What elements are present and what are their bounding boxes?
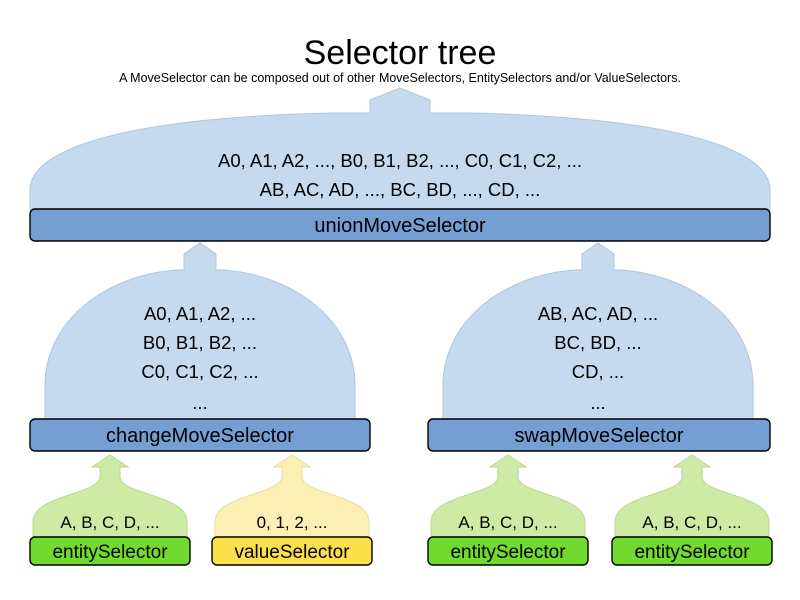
leaf-4-label: entitySelector <box>634 542 750 563</box>
change-contents-line-4: ... <box>192 392 207 413</box>
leaf-2-bar[interactable] <box>211 536 373 566</box>
leaf-2-dome-shape <box>214 454 370 541</box>
swap-move-selector-node[interactable]: AB, AC, AD, ... BC, BD, ... CD, ... ... … <box>427 242 771 452</box>
union-move-selector-label: unionMoveSelector <box>314 215 486 237</box>
change-dome-shape <box>44 242 356 423</box>
swap-contents-line-3: CD, ... <box>572 361 624 382</box>
change-contents-line-1: A0, A1, A2, ... <box>144 303 256 324</box>
union-dome-shape <box>29 87 771 212</box>
leaf-node-entity-selector-2[interactable]: A, B, C, D, ... entitySelector <box>427 454 589 566</box>
leaf-node-entity-selector-3[interactable]: A, B, C, D, ... entitySelector <box>611 454 773 566</box>
union-contents-line-1: A0, A1, A2, ..., B0, B1, B2, ..., C0, C1… <box>218 150 582 171</box>
leaf-node-entity-selector-1[interactable]: A, B, C, D, ... entitySelector <box>29 454 191 566</box>
swap-move-selector-label: swapMoveSelector <box>515 425 684 447</box>
leaf-3-label: entitySelector <box>450 542 566 563</box>
change-move-selector-bar[interactable] <box>29 418 371 452</box>
leaf-3-bar[interactable] <box>427 536 589 566</box>
swap-move-selector-bar[interactable] <box>427 418 771 452</box>
leaf-1-dome-shape <box>32 454 188 541</box>
leaf-1-contents: A, B, C, D, ... <box>60 513 159 532</box>
union-contents-line-2: AB, AC, AD, ..., BC, BD, ..., CD, ... <box>260 179 541 200</box>
swap-contents-line-4: ... <box>590 392 605 413</box>
leaf-4-dome-shape <box>614 454 770 541</box>
union-move-selector-node[interactable]: A0, A1, A2, ..., B0, B1, B2, ..., C0, C1… <box>29 87 771 242</box>
change-contents-line-3: C0, C1, C2, ... <box>141 361 258 382</box>
leaf-1-label: entitySelector <box>52 542 168 563</box>
leaf-node-value-selector-1[interactable]: 0, 1, 2, ... valueSelector <box>211 454 373 566</box>
leaf-2-label: valueSelector <box>234 542 350 563</box>
leaf-4-contents: A, B, C, D, ... <box>642 513 741 532</box>
change-move-selector-label: changeMoveSelector <box>106 425 294 447</box>
change-contents-line-2: B0, B1, B2, ... <box>143 332 257 353</box>
leaf-4-bar[interactable] <box>611 536 773 566</box>
union-move-selector-bar[interactable] <box>29 208 771 242</box>
page-title: Selector tree <box>304 34 497 72</box>
page-subtitle: A MoveSelector can be composed out of ot… <box>119 71 681 85</box>
change-move-selector-node[interactable]: A0, A1, A2, ... B0, B1, B2, ... C0, C1, … <box>29 242 371 452</box>
leaf-2-contents: 0, 1, 2, ... <box>257 513 328 532</box>
leaf-3-contents: A, B, C, D, ... <box>458 513 557 532</box>
swap-contents-line-1: AB, AC, AD, ... <box>538 303 658 324</box>
leaf-1-bar[interactable] <box>29 536 191 566</box>
leaf-3-dome-shape <box>430 454 586 541</box>
swap-dome-shape <box>442 242 754 423</box>
swap-contents-line-2: BC, BD, ... <box>554 332 641 353</box>
